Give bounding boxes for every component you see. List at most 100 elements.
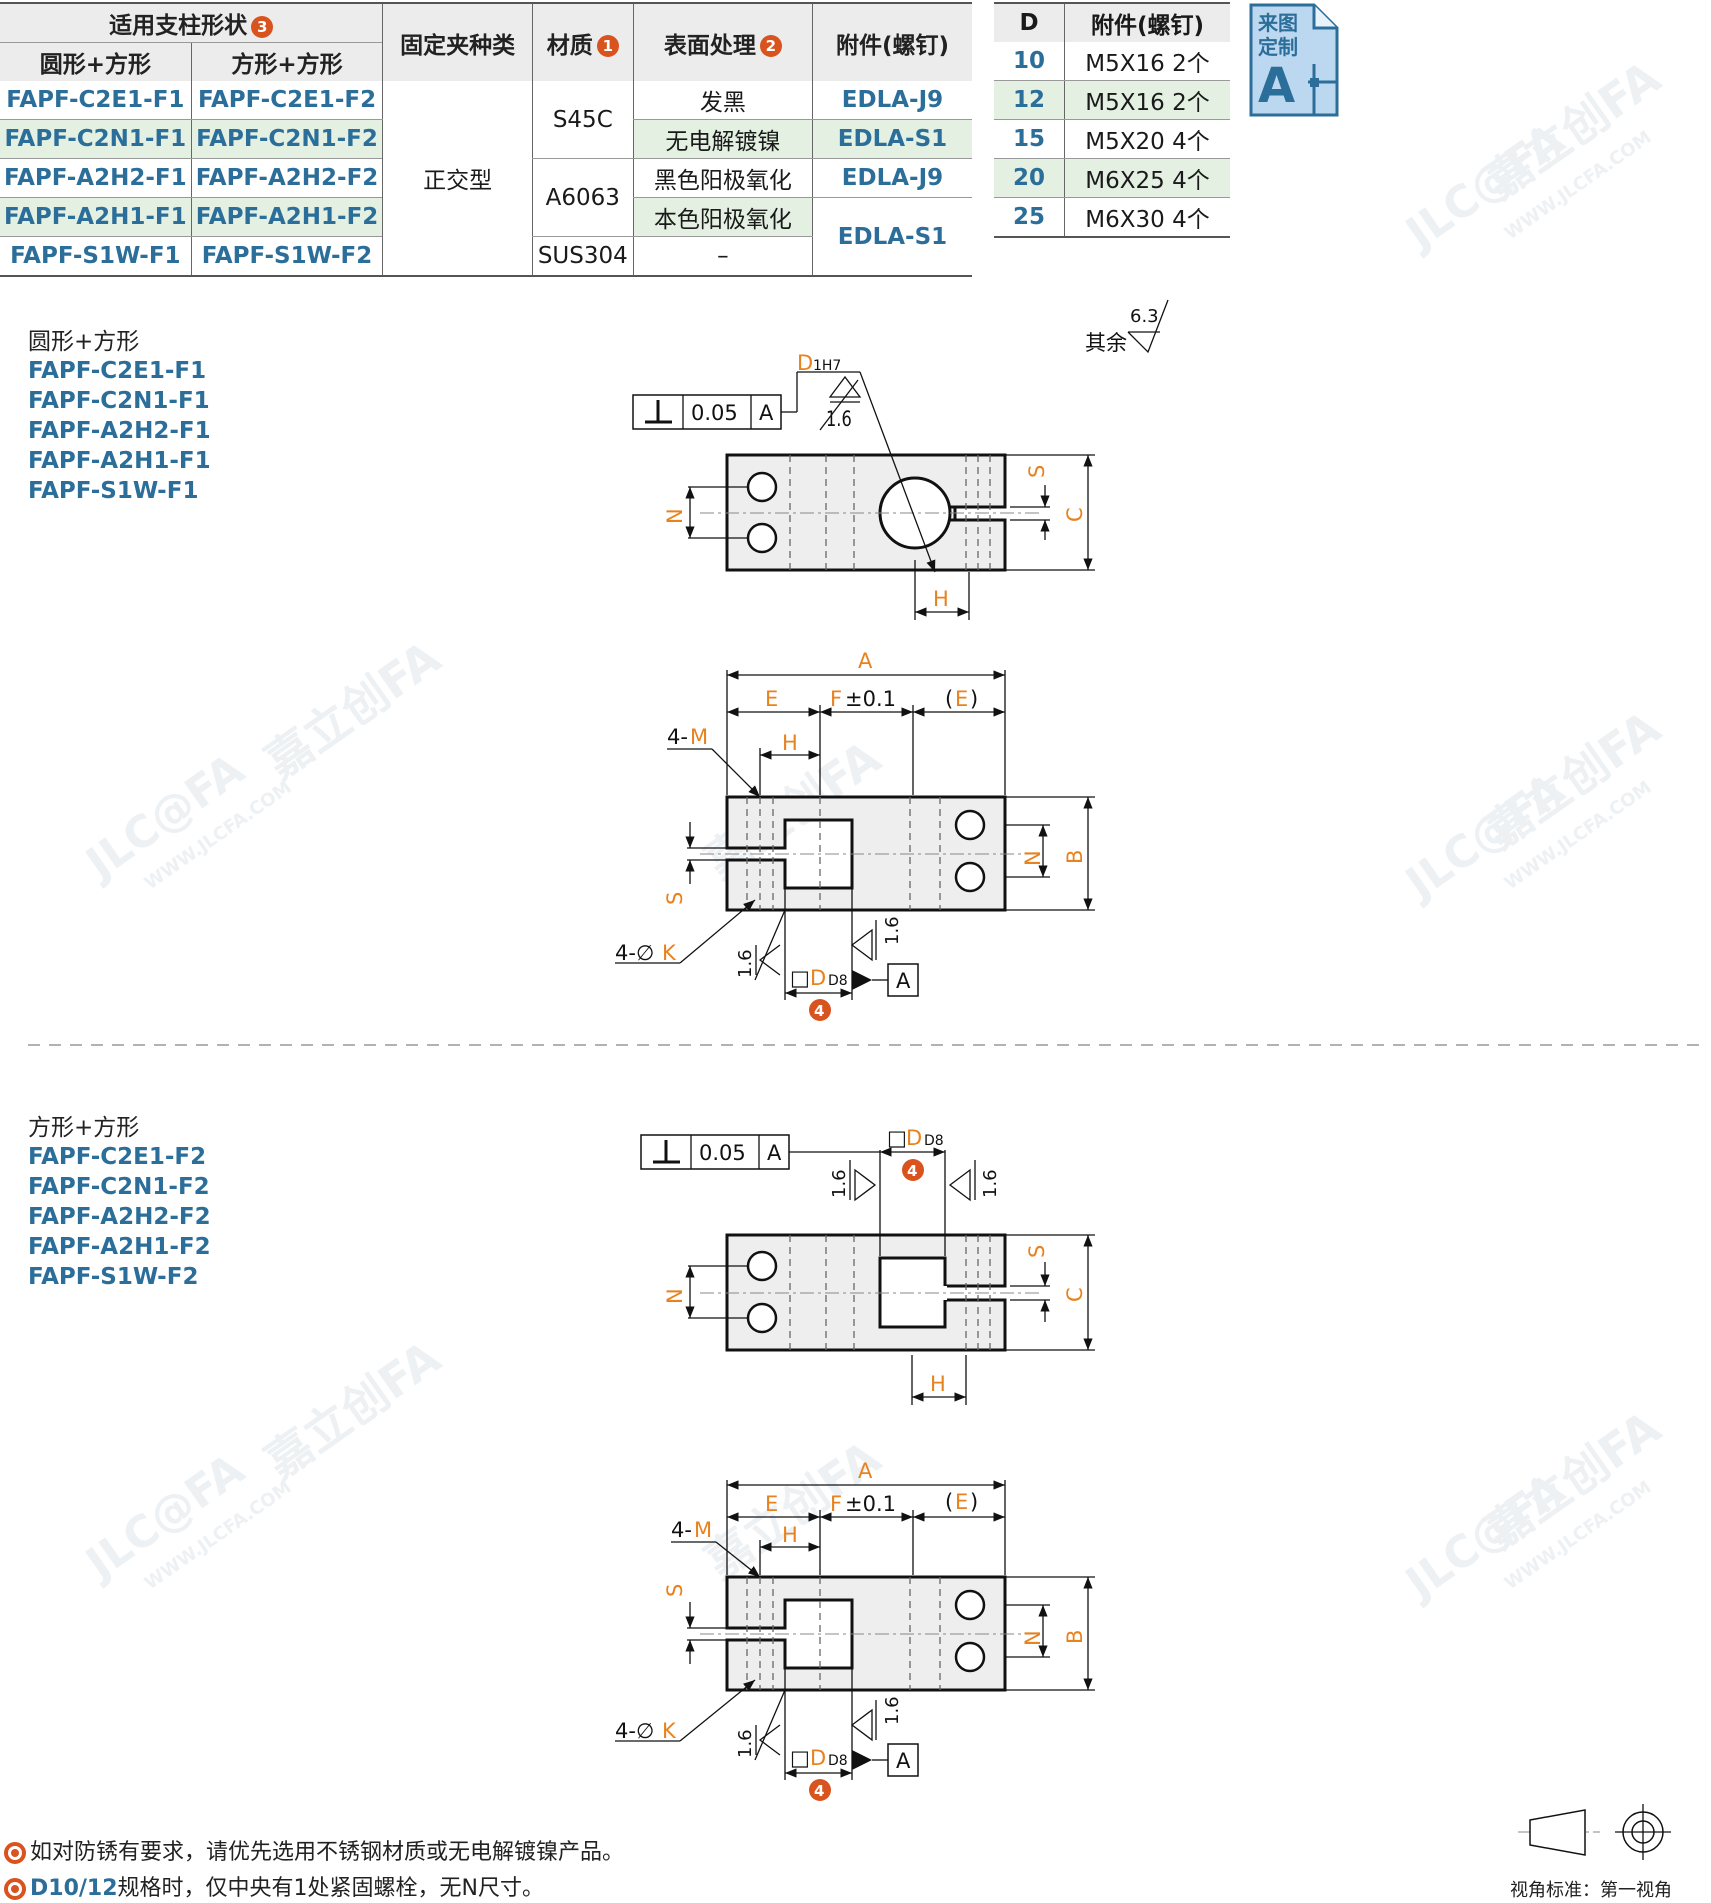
svg-text:6.3: 6.3 (1130, 306, 1159, 327)
svg-text:□: □ (790, 966, 810, 990)
roughness-other: 其余 6.3 (1085, 299, 1169, 355)
svg-text:D: D (797, 351, 813, 375)
clamp-type-cell: 正交型 (382, 81, 533, 277)
svg-text:H: H (930, 1372, 946, 1396)
svg-text:F: F (830, 687, 842, 711)
note-2: D10/12规格时，仅中央有1处紧固螺栓，无N尺寸。 (4, 1870, 544, 1902)
svg-text:H: H (933, 587, 949, 611)
svg-text:4-: 4- (671, 1518, 692, 1542)
custom-order-icon[interactable]: 来图 定制 A (1248, 2, 1340, 118)
svg-text:S: S (663, 892, 687, 905)
view2-top: N S C H □ D D8 4 1.6 1.6 (640, 1126, 1095, 1405)
svg-text:D: D (906, 1126, 922, 1150)
view1-top: N S C H D 1H7 1.6 0.05 A (632, 351, 1095, 620)
svg-text:1.6: 1.6 (735, 1729, 756, 1758)
svg-text:E: E (955, 687, 968, 711)
svg-text:1.6: 1.6 (882, 1696, 903, 1725)
svg-text:4-∅: 4-∅ (615, 941, 654, 965)
svg-text:±0.1: ±0.1 (845, 687, 896, 711)
table-row: FAPF-A2H1-F1 FAPF-A2H1-F2 本色阳极氧化 EDLA-S1 (0, 197, 972, 277)
svg-text:1.6: 1.6 (980, 1169, 1001, 1198)
svg-text:F: F (830, 1492, 842, 1516)
svg-text:1.6: 1.6 (735, 949, 756, 978)
svg-text:N: N (663, 508, 687, 524)
svg-text:A: A (896, 1749, 911, 1773)
badge-1: 1 (596, 35, 619, 57)
svg-text:嘉立创FA: 嘉立创FA (255, 630, 450, 789)
material-sus304: SUS304 (531, 236, 634, 277)
svg-text:K: K (662, 941, 677, 965)
header-accessory: 附件(螺钉) (811, 2, 972, 81)
badge-line1: 来图 (1257, 11, 1298, 35)
svg-text:0.05: 0.05 (691, 401, 738, 425)
svg-text:S: S (1025, 465, 1049, 478)
svg-text:0.05: 0.05 (699, 1141, 746, 1165)
svg-text:A: A (858, 1459, 873, 1483)
svg-text:1.6: 1.6 (826, 406, 852, 432)
table-row: FAPF-C2E1-F1 FAPF-C2E1-F2 正交型 S45C 发黑 ED… (0, 81, 972, 277)
svg-text:嘉立创FA: 嘉立创FA (255, 1330, 450, 1489)
svg-text:H: H (782, 1523, 798, 1547)
svg-text:A: A (858, 649, 873, 673)
svg-text:(: ( (945, 1490, 953, 1514)
badge-2: 2 (759, 35, 782, 57)
svg-text:A: A (759, 401, 774, 425)
header-round: 圆形+方形 (0, 42, 192, 81)
svg-text:S: S (663, 1584, 687, 1597)
svg-text:□: □ (790, 1746, 810, 1770)
svg-text:4: 4 (814, 1002, 824, 1020)
svg-text:4-∅: 4-∅ (615, 1719, 654, 1743)
material-s45c: S45C (531, 81, 634, 159)
note-bullet-icon (4, 1842, 26, 1864)
first-angle-projection-icon (1518, 1804, 1671, 1860)
table-row: FAPF-C2N1-F1 FAPF-C2N1-F2 无电解镀镍 EDLA-S1 (0, 119, 972, 159)
svg-text:C: C (1063, 1287, 1087, 1302)
svg-text:): ) (970, 1490, 978, 1514)
svg-text:N: N (663, 1288, 687, 1304)
svg-text:E: E (765, 687, 778, 711)
svg-text:M: M (690, 725, 708, 749)
view1-front: A E F ±0.1 ( E ) H 4- M N B (615, 649, 1095, 1021)
svg-text:D8: D8 (828, 1753, 848, 1769)
header-d: D (994, 2, 1065, 42)
svg-text:A: A (896, 969, 911, 993)
note-bullet-icon (4, 1878, 26, 1900)
projection-label: 视角标准：第一视角 (1510, 1880, 1672, 1901)
header-square: 方形+方形 (190, 42, 383, 81)
svg-text:D: D (810, 966, 826, 990)
svg-text:N: N (1021, 1630, 1045, 1646)
svg-text:±0.1: ±0.1 (845, 1492, 896, 1516)
svg-text:4: 4 (907, 1162, 917, 1180)
badge-letter: A (1258, 58, 1295, 114)
svg-text:E: E (955, 1490, 968, 1514)
header-clamp-type: 固定夹种类 (382, 2, 533, 81)
section1-title: 圆形+方形 (28, 329, 140, 355)
note-1: 如对防锈有要求，请优先选用不锈钢材质或无电解镀镍产品。 (4, 1834, 624, 1866)
table-row: FAPF-S1W-F1 FAPF-S1W-F2 SUS304 – (0, 236, 972, 277)
svg-text:S: S (1025, 1245, 1049, 1258)
section2-list: 方形+方形 FAPF-C2E1-F2 FAPF-C2N1-F2 FAPF-A2H… (28, 1108, 211, 1292)
svg-text:): ) (970, 687, 978, 711)
badge-3: 3 (251, 15, 274, 38)
svg-text:B: B (1063, 1630, 1087, 1644)
svg-text:其余: 其余 (1085, 331, 1127, 355)
view2-front: A E F ±0.1 ( E ) H 4- M N B (615, 1459, 1095, 1801)
svg-text:1H7: 1H7 (813, 358, 841, 374)
svg-text:A: A (767, 1141, 782, 1165)
svg-text:N: N (1021, 850, 1045, 866)
svg-text:1.6: 1.6 (829, 1169, 850, 1198)
svg-text:1.6: 1.6 (882, 916, 903, 945)
svg-text:4: 4 (814, 1782, 824, 1800)
material-a6063: A6063 (531, 158, 634, 237)
